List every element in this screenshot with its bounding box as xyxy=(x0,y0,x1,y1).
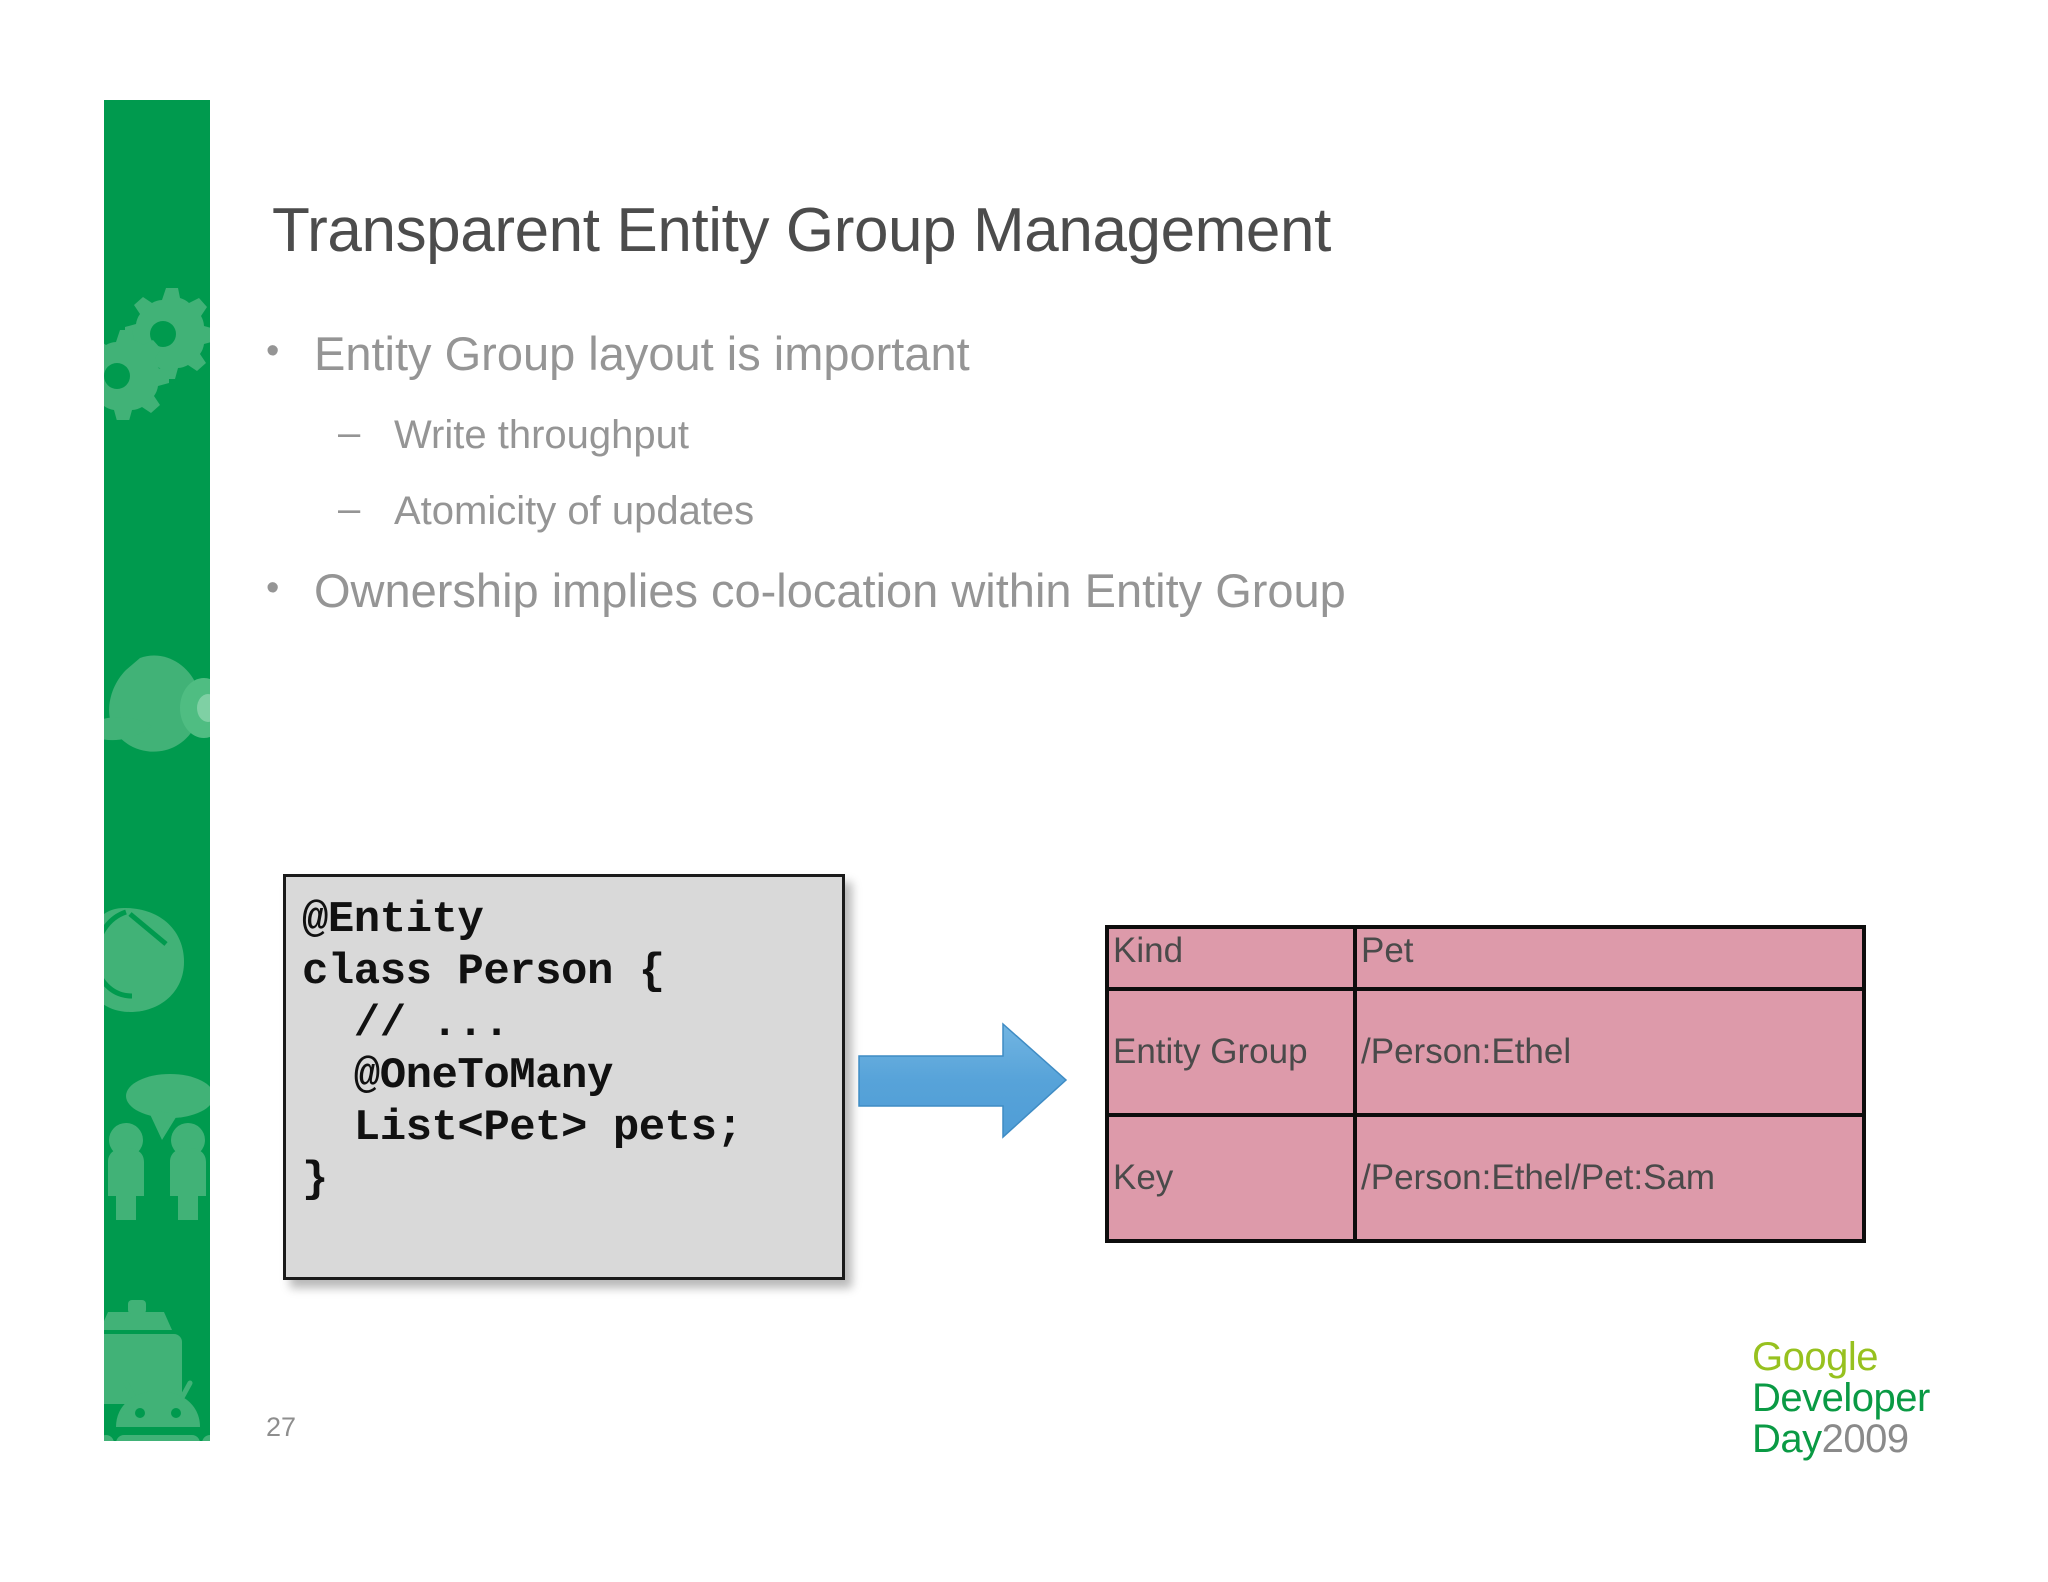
bullet-item-0: • Entity Group layout is important xyxy=(258,330,1818,377)
table-cell-value: Pet xyxy=(1353,925,1866,991)
table-cell-label: Key xyxy=(1105,1113,1357,1243)
people-group-icon xyxy=(108,1074,210,1220)
bullet-marker: – xyxy=(338,411,361,455)
bullet-marker: – xyxy=(338,487,361,531)
bullet-item-3: • Ownership implies co-location within E… xyxy=(258,567,1818,614)
briefcase-icon xyxy=(104,1300,182,1404)
page-number: 27 xyxy=(266,1412,297,1442)
bullet-text: Entity Group layout is important xyxy=(314,327,970,380)
slide-title: Transparent Entity Group Management xyxy=(272,196,1331,265)
code-snippet-box: @Entity class Person { // ... @OneToMany… xyxy=(283,874,845,1280)
logo-day-text: Day xyxy=(1752,1416,1822,1461)
bullet-item-2: – Atomicity of updates xyxy=(258,487,1818,533)
bullet-text: Ownership implies co-location within Ent… xyxy=(314,564,1346,617)
bullet-text: Atomicity of updates xyxy=(394,489,755,533)
bullet-text: Write throughput xyxy=(394,413,689,457)
table-row: Key /Person:Ethel/Pet:Sam xyxy=(1105,1113,1866,1243)
logo-developer-text: Developer xyxy=(1752,1375,1930,1420)
logo-year-text: 2009 xyxy=(1821,1416,1909,1461)
wrench-tool-icon xyxy=(104,655,210,752)
bullet-marker: • xyxy=(266,567,280,609)
bullet-marker: • xyxy=(266,330,280,372)
logo-google-text: Google xyxy=(1752,1335,1878,1379)
table-cell-label: Kind xyxy=(1105,925,1357,991)
computer-mouse-icon xyxy=(104,908,184,1012)
google-developer-day-logo: Google Developer Day2009 xyxy=(1752,1337,1930,1459)
table-cell-value: /Person:Ethel/Pet:Sam xyxy=(1353,1113,1866,1243)
table-cell-value: /Person:Ethel xyxy=(1353,987,1866,1117)
arrow-right-icon xyxy=(858,1022,1068,1139)
android-robot-icon xyxy=(104,1380,210,1441)
bullet-item-1: – Write throughput xyxy=(258,411,1818,457)
entity-key-table: Kind Pet Entity Group /Person:Ethel Key … xyxy=(1105,925,1866,1243)
code-snippet-text: @Entity class Person { // ... @OneToMany… xyxy=(302,895,743,1205)
table-row: Entity Group /Person:Ethel xyxy=(1105,987,1866,1117)
bullet-list: • Entity Group layout is important – Wri… xyxy=(258,330,1818,652)
table-row: Kind Pet xyxy=(1105,925,1866,991)
decorative-sidebar xyxy=(104,100,210,1441)
gears-icon xyxy=(104,288,210,420)
table-cell-label: Entity Group xyxy=(1105,987,1357,1117)
